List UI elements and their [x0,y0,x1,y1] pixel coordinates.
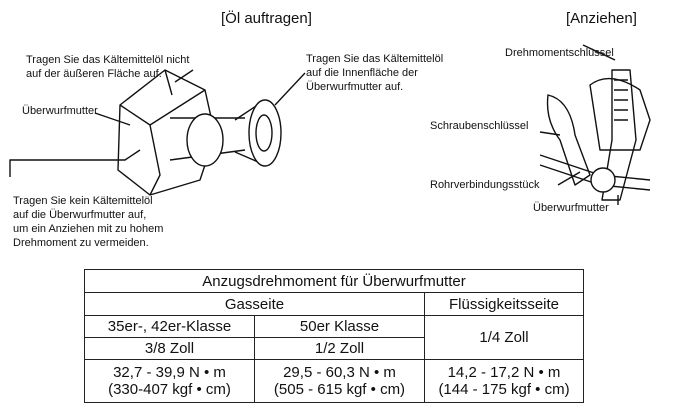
torque-12-cell: 29,5 - 60,3 N • m (505 - 615 kgf • cm) [254,359,425,403]
label-pipe-union: Rohrverbindungsstück [430,179,540,191]
torque-table: Anzugsdrehmoment für Überwurfmutter Gass… [83,269,585,403]
torque-12-kgf: (505 - 615 kgf • cm) [273,381,406,398]
table-title: Anzugsdrehmoment für Überwurfmutter [83,269,585,293]
note-outer-surface: Tragen Sie das Kältemittelöl nicht auf d… [26,54,190,80]
size-12-cell: 1/2 Zoll [254,337,425,360]
note-flare-nut-label: Überwurfmutter [22,105,98,117]
torque-wrench-handle [601,69,637,201]
spanner-shape [546,94,591,186]
torque-14-kgf: (144 - 175 kgf • cm) [438,381,570,398]
label-torque-wrench: Drehmomentschlüssel [505,47,614,59]
gas-side-header: Gasseite [84,292,425,316]
torque-14-cell: 14,2 - 17,2 N • m (144 - 175 kgf • cm) [423,359,585,403]
oil-section-header: [Öl auftragen] [221,10,312,27]
torque-12-nm: 29,5 - 60,3 N • m [283,364,396,381]
torque-14-nm: 14,2 - 17,2 N • m [447,364,561,381]
note-inner-surface: Tragen Sie das Kältemittelöl auf die Inn… [306,53,444,93]
class-50-cell: 50er Klasse [254,315,425,338]
label-flare-nut: Überwurfmutter [533,202,609,214]
liquid-side-header: Flüssigkeitsseite [423,292,585,316]
torque-38-kgf: (330-407 kgf • cm) [108,381,231,398]
tighten-section-header: [Anziehen] [566,10,637,27]
class-35-42-cell: 35er-, 42er-Klasse [84,315,255,338]
size-14-cell: 1/4 Zoll [423,315,585,360]
label-spanner: Schraubenschlüssel [430,120,529,132]
torque-38-cell: 32,7 - 39,9 N • m (330-407 kgf • cm) [84,359,255,403]
size-38-cell: 3/8 Zoll [84,337,255,360]
note-no-oil-on-nut: Tragen Sie kein Kältemittelöl auf die Üb… [13,195,164,249]
hand-shape [589,77,651,151]
torque-38-nm: 32,7 - 39,9 N • m [113,364,226,381]
